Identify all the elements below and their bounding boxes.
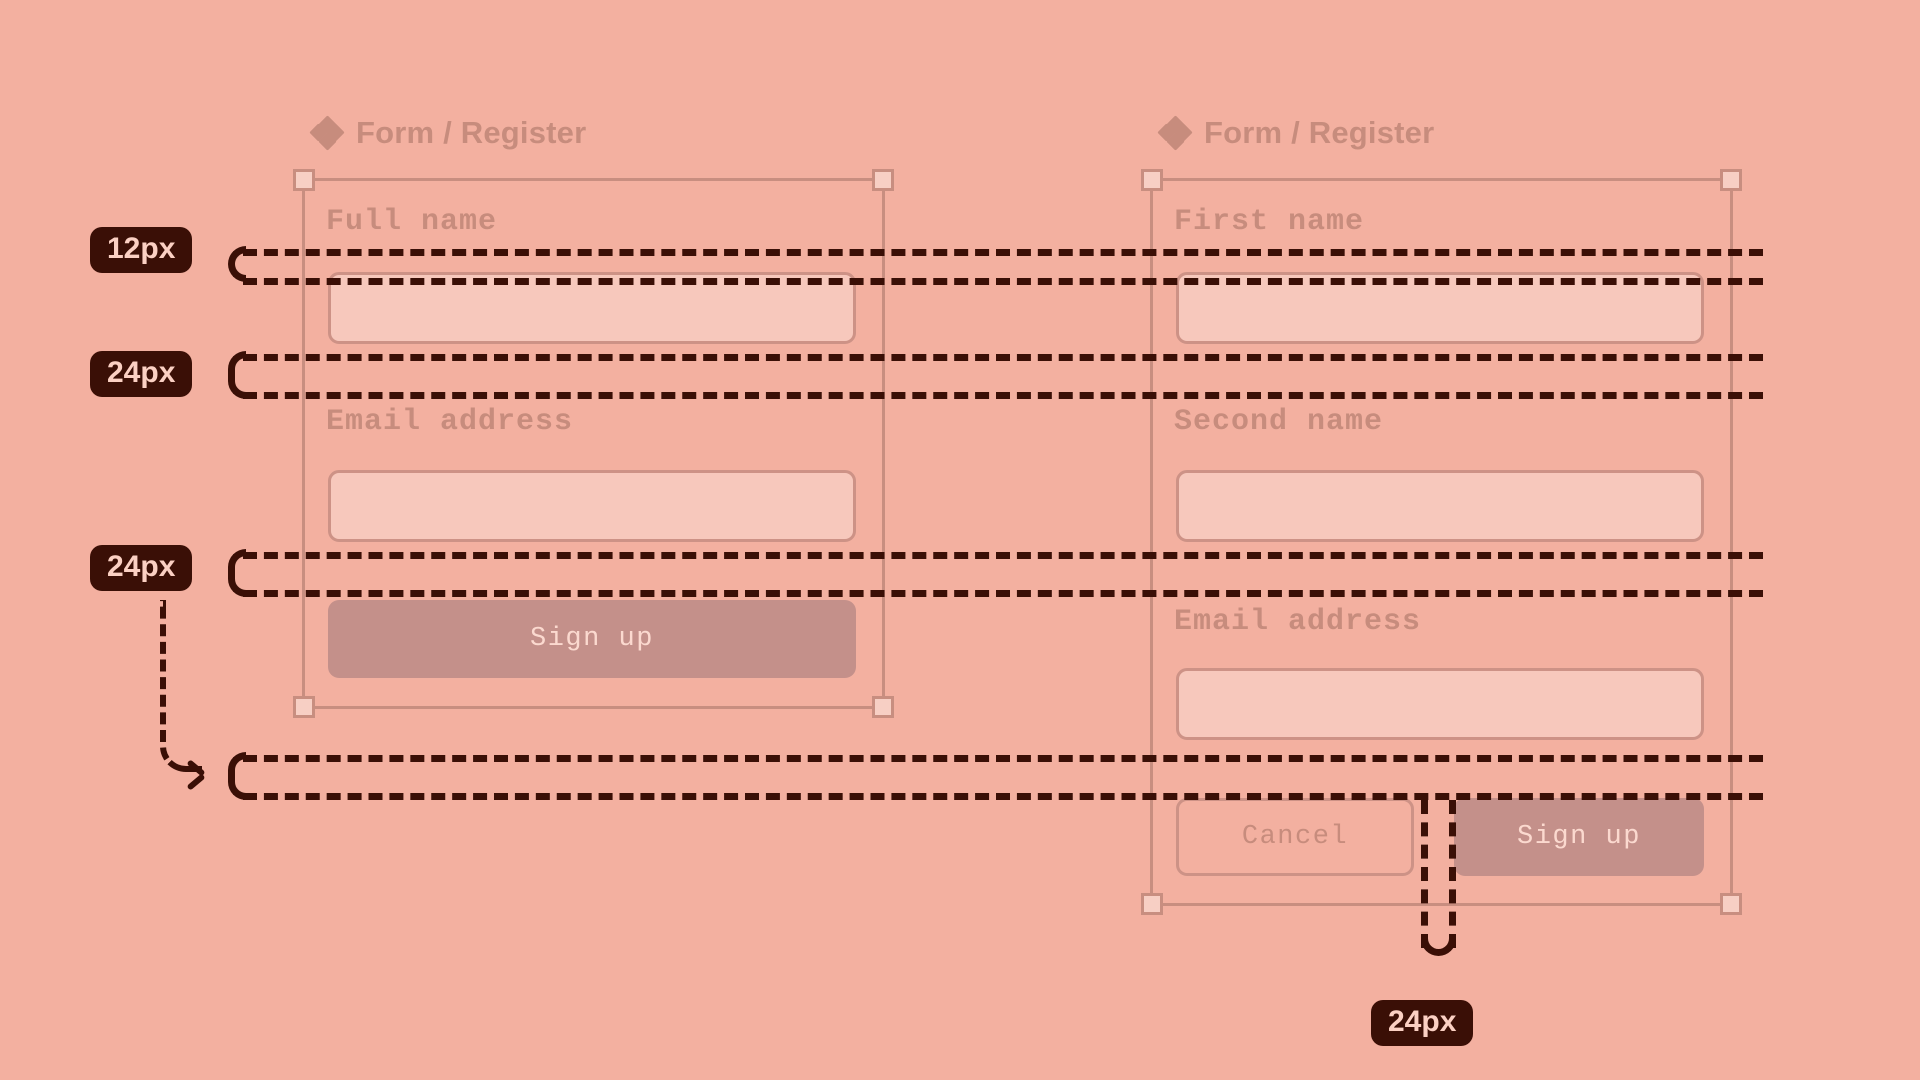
frame-title-left: Form / Register [309, 114, 587, 151]
measurement-line-24px-a-top [243, 354, 1763, 361]
measurement-line-24px-c-bottom [243, 793, 1763, 800]
resize-handle-top-right[interactable] [1720, 169, 1742, 191]
measurement-bracket-12px [228, 246, 246, 282]
resize-handle-top-left[interactable] [293, 169, 315, 191]
field-label-email-right: Email address [1174, 605, 1422, 639]
measurement-badge-12px: 12px [90, 227, 193, 273]
resize-handle-top-right[interactable] [872, 169, 894, 191]
component-diamond-icon [1157, 114, 1193, 151]
resize-handle-bottom-right[interactable] [872, 696, 894, 718]
button-sign-up-right[interactable]: Sign up [1454, 798, 1704, 876]
input-second-name[interactable] [1176, 470, 1704, 542]
measurement-bracket-button-gap [1421, 938, 1456, 956]
measurement-bracket-24px-a [228, 351, 246, 399]
selection-frame-left[interactable] [293, 169, 894, 718]
field-label-first-name: First name [1174, 205, 1365, 239]
input-email-right[interactable] [1176, 668, 1704, 740]
measurement-line-button-gap-right [1449, 800, 1456, 948]
button-sign-up-left[interactable]: Sign up [328, 600, 856, 678]
resize-handle-bottom-left[interactable] [1141, 893, 1163, 915]
measurement-badge-24px-a: 24px [90, 351, 193, 397]
measurement-line-button-gap-left [1421, 800, 1428, 948]
measurement-line-12px-top [243, 249, 1763, 256]
field-label-email-left: Email address [326, 405, 574, 439]
measurement-line-12px-bottom [243, 278, 1763, 285]
component-diamond-icon [309, 114, 345, 151]
field-label-full-name: Full name [326, 205, 498, 239]
measurement-leader-elbow [160, 600, 202, 772]
measurement-bracket-24px-c [228, 752, 246, 800]
frame-title-right: Form / Register [1157, 114, 1435, 151]
resize-handle-bottom-right[interactable] [1720, 893, 1742, 915]
measurement-line-24px-a-bottom [243, 392, 1763, 399]
input-email-left[interactable] [328, 470, 856, 542]
button-cancel-right[interactable]: Cancel [1176, 798, 1414, 876]
measurement-line-24px-c-top [243, 755, 1763, 762]
selection-frame-right[interactable] [1141, 169, 1742, 915]
field-label-second-name: Second name [1174, 405, 1384, 439]
resize-handle-top-left[interactable] [1141, 169, 1163, 191]
measurement-line-24px-b-bottom [243, 590, 1763, 597]
measurement-badge-24px-button-gap: 24px [1371, 1000, 1474, 1046]
frame-title-label: Form / Register [356, 115, 587, 150]
measurement-bracket-24px-b [228, 549, 246, 597]
frame-title-label: Form / Register [1204, 115, 1435, 150]
measurement-line-24px-b-top [243, 552, 1763, 559]
measurement-badge-24px-b: 24px [90, 545, 193, 591]
resize-handle-bottom-left[interactable] [293, 696, 315, 718]
